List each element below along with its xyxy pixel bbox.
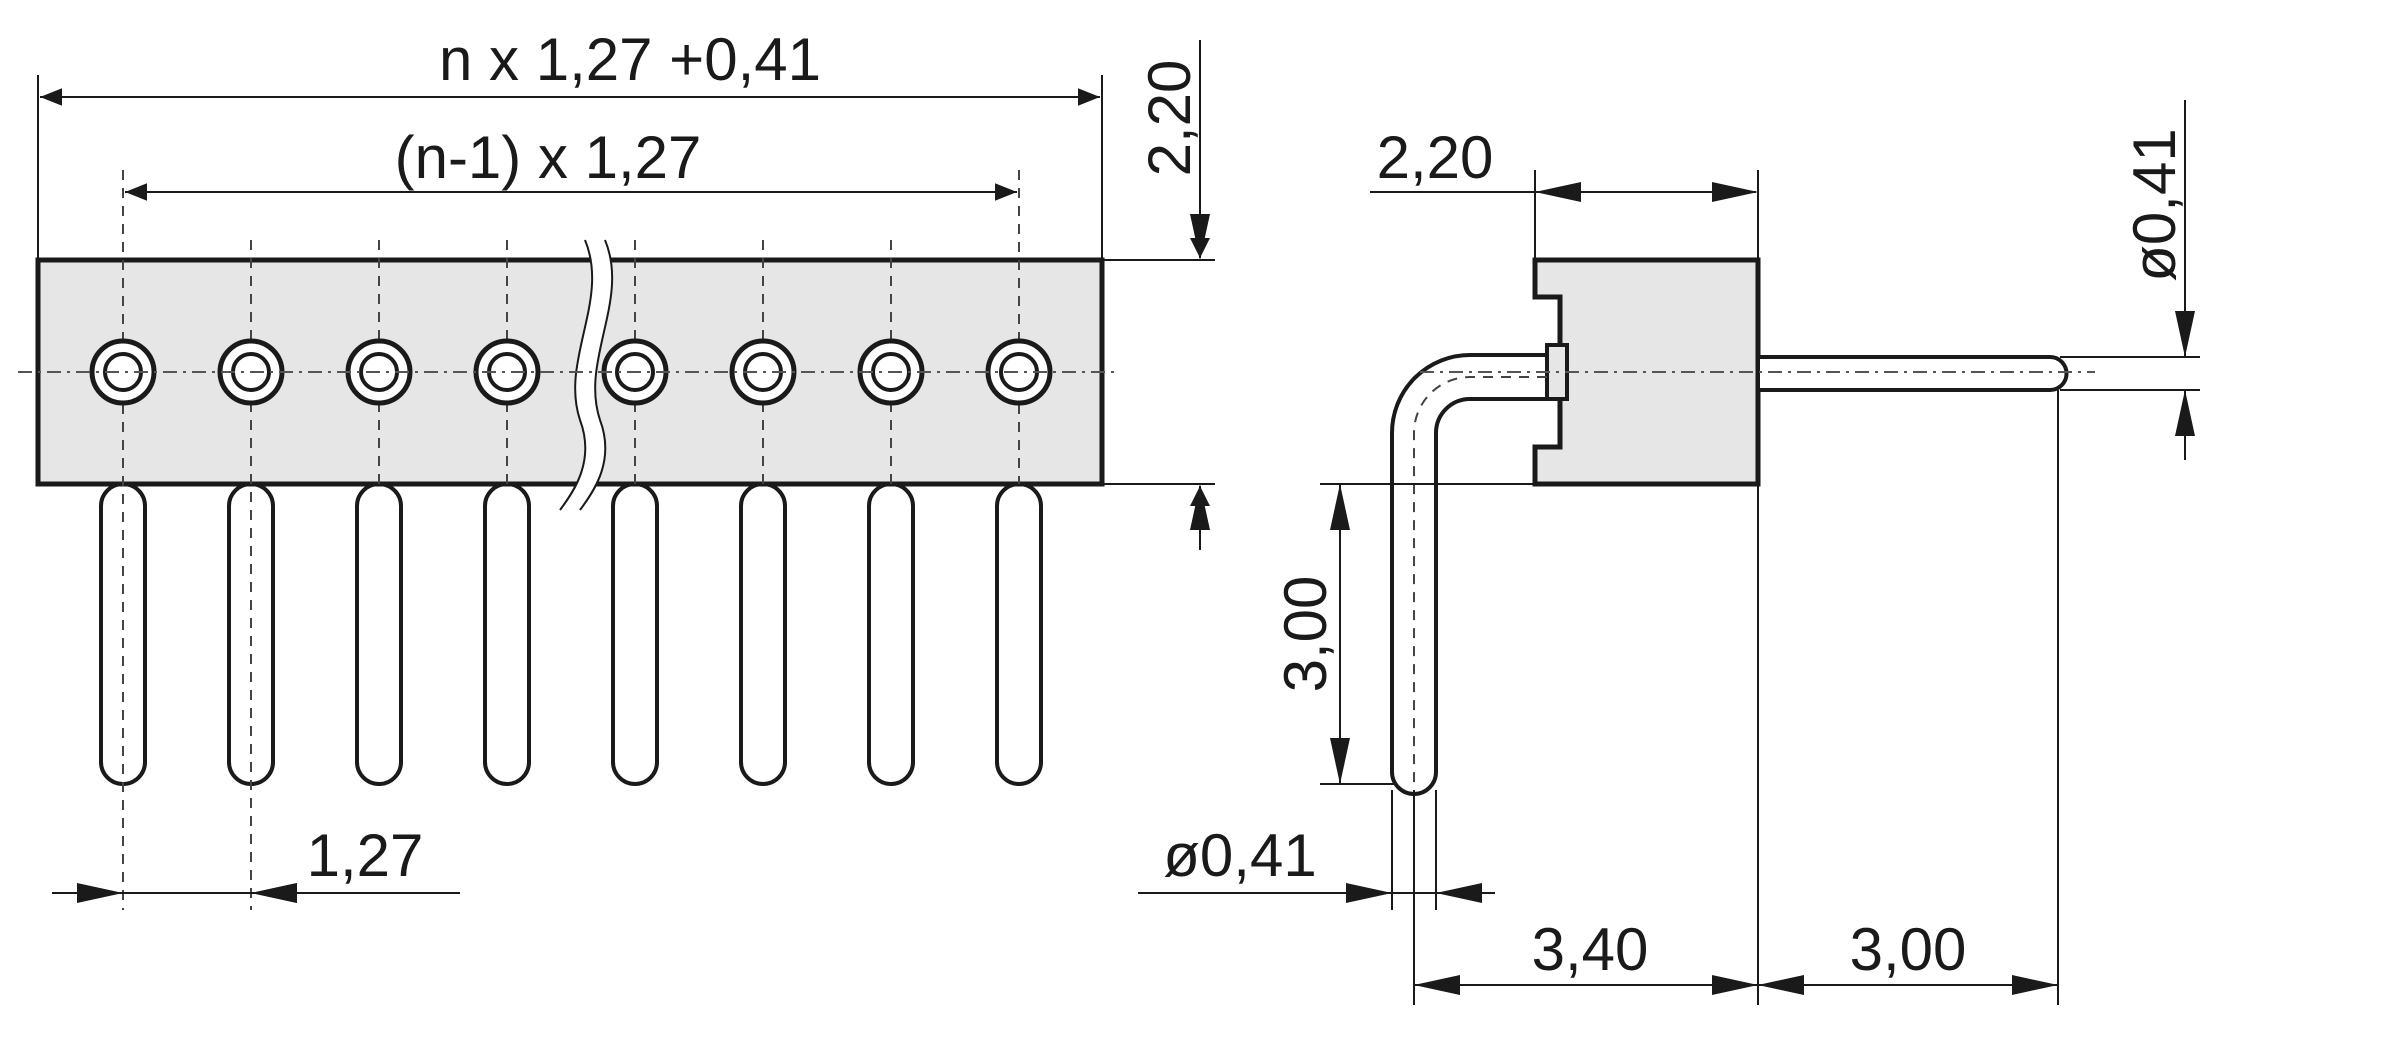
front-pin <box>995 482 1043 786</box>
dim-pitch-text: 1,27 <box>307 822 424 889</box>
dim-top-depth-text: 2,20 <box>1377 124 1494 191</box>
front-pin <box>99 482 147 786</box>
front-pin <box>355 482 403 786</box>
dim-pin-down-length-text: 3,00 <box>1272 576 1339 693</box>
dim-body-offset-text: 3,40 <box>1532 916 1649 983</box>
side-view: 2,20 ø0,41 3,00 ø0,41 3,40 3,00 <box>1138 100 2200 1005</box>
front-pin <box>611 482 659 786</box>
front-view: n x 1,27 +0,41 (n-1) x 1,27 2,20 1,27 <box>18 26 1215 910</box>
side-pin-horizontal <box>1756 355 2069 392</box>
dim-pin-diameter-bottom-text: ø0,41 <box>1163 822 1316 889</box>
front-pin <box>483 482 531 786</box>
dim-height-text: 2,20 <box>1136 60 1203 177</box>
dim-pin-diameter-top-text: ø0,41 <box>2121 128 2188 281</box>
break-symbol <box>559 239 614 511</box>
dim-pin-extension-text: 3,00 <box>1850 916 1967 983</box>
dim-pitch-span-text: (n-1) x 1,27 <box>395 124 702 191</box>
front-pins <box>99 482 1043 786</box>
dim-overall-text: n x 1,27 +0,41 <box>439 26 821 93</box>
side-pin-bent <box>1390 353 1549 796</box>
front-pin <box>867 482 915 786</box>
front-pin <box>739 482 787 786</box>
side-body <box>1532 257 1761 487</box>
contact-hole <box>729 338 797 406</box>
